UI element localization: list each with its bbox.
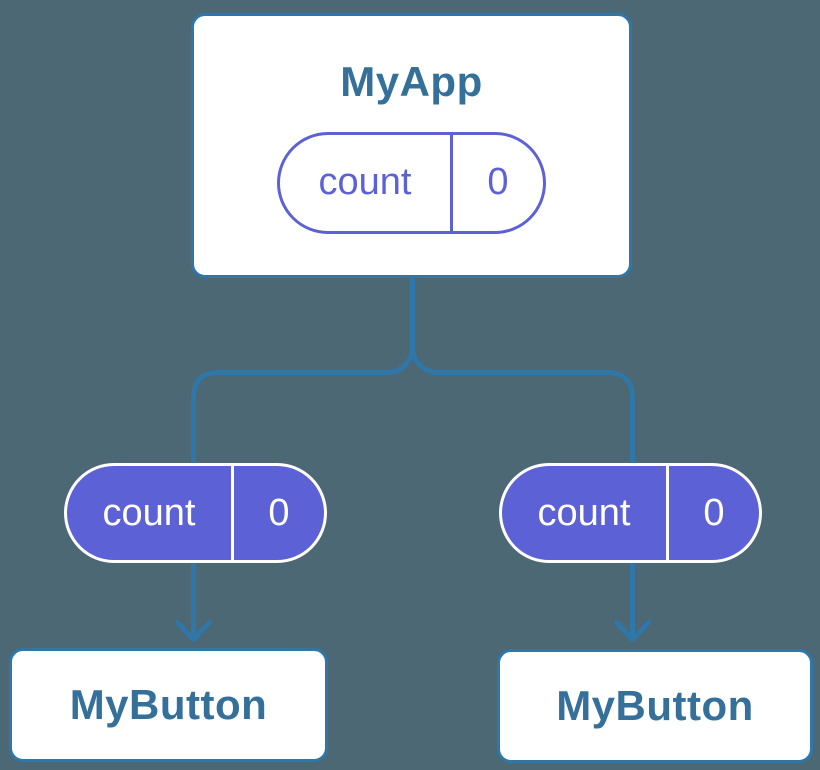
prop-pill-left-label: count bbox=[102, 491, 196, 534]
state-pill-value: 0 bbox=[487, 161, 509, 203]
connector-left-arrowhead-icon bbox=[175, 620, 212, 642]
prop-pill-left: count 0 bbox=[64, 463, 327, 563]
prop-pill-right: count 0 bbox=[499, 463, 762, 563]
state-pill-myapp: count 0 bbox=[277, 131, 546, 234]
connector-left-branch bbox=[191, 273, 415, 467]
node-mybutton-right: MyButton bbox=[497, 649, 813, 763]
state-pill-label: count bbox=[318, 161, 412, 203]
prop-pill-left-value: 0 bbox=[268, 491, 290, 534]
connector-right-branch bbox=[410, 343, 635, 467]
node-mybutton-left-title: MyButton bbox=[69, 681, 268, 728]
prop-pill-right-label: count bbox=[537, 491, 631, 534]
node-mybutton-left: MyButton bbox=[9, 648, 328, 762]
node-myapp: MyApp count 0 bbox=[191, 13, 632, 278]
connector-right-arrowhead-icon bbox=[614, 620, 651, 642]
prop-pill-right-value: 0 bbox=[703, 491, 725, 534]
prop-pill-right-divider bbox=[666, 466, 669, 560]
node-myapp-title: MyApp bbox=[340, 57, 483, 105]
state-pill-divider bbox=[450, 134, 453, 231]
prop-pill-left-divider bbox=[231, 466, 234, 560]
node-mybutton-right-title: MyButton bbox=[556, 682, 754, 729]
